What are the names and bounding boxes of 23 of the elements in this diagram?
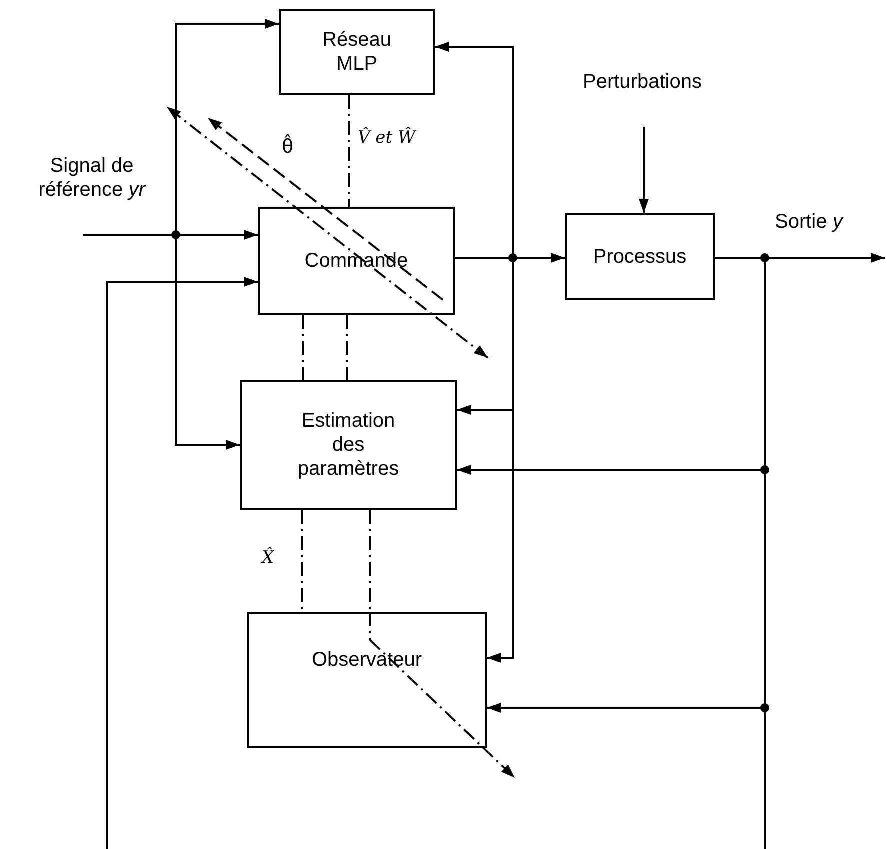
block-label: Processus bbox=[593, 244, 687, 268]
dash-dot-line bbox=[302, 315, 304, 380]
edge-label: V̂ et Ŵ bbox=[358, 126, 416, 150]
signal-label: θ̂ bbox=[282, 133, 294, 160]
block-label: Réseau MLP bbox=[322, 28, 392, 76]
estimator-box bbox=[240, 380, 457, 510]
observer-box bbox=[247, 612, 487, 748]
dash-dot-line bbox=[348, 95, 350, 207]
arrow bbox=[106, 277, 258, 849]
input-label: Signal de référence yr bbox=[38, 154, 147, 202]
input-label: Perturbations bbox=[583, 70, 702, 94]
controller-box bbox=[258, 207, 455, 315]
network-box bbox=[279, 9, 435, 95]
block-label: Estimation des paramètres bbox=[296, 409, 400, 481]
block-label: Observateur bbox=[312, 648, 422, 672]
dash-dot-line bbox=[301, 510, 303, 612]
output-label: Sortie y bbox=[775, 210, 843, 234]
process-box bbox=[565, 213, 715, 300]
dash-dot-line bbox=[369, 510, 371, 612]
arrow bbox=[639, 127, 649, 213]
arrow bbox=[487, 257, 766, 713]
dash-dot-line bbox=[346, 315, 348, 380]
edge-label: X̂ bbox=[262, 546, 274, 570]
